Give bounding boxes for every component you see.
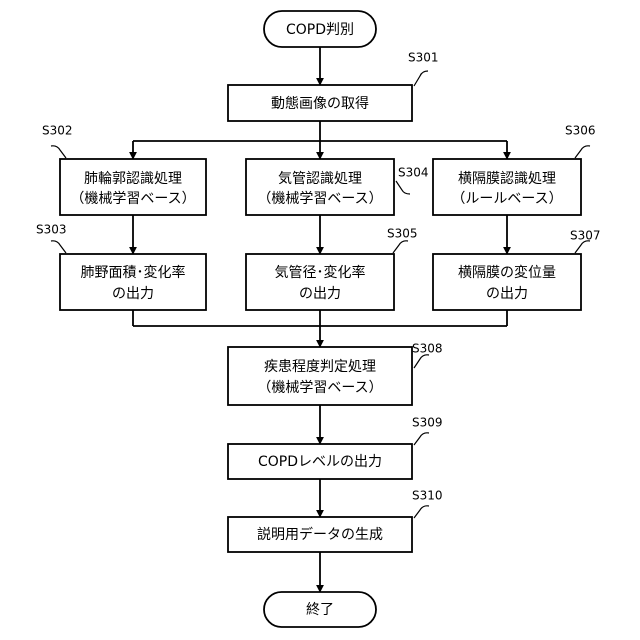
node-diaphragm-recog-line2: （ルールベース）	[451, 191, 562, 207]
step-label-s309: S309	[412, 416, 443, 430]
node-copd-level-label: COPDレベルの出力	[258, 454, 382, 470]
step-leader-s303	[51, 241, 66, 253]
step-leader-s307	[575, 241, 590, 253]
step-leader-s308	[414, 355, 429, 368]
step-label-s310: S310	[412, 489, 443, 503]
node-lung-output-line2: の出力	[112, 286, 154, 302]
node-start: COPD判別	[264, 11, 376, 47]
step-leader-s304	[396, 181, 410, 194]
node-severity: 疾患程度判定処理 （機械学習ベース） S308	[228, 342, 443, 406]
step-label-s306: S306	[565, 124, 596, 138]
node-end: 終了	[264, 592, 376, 627]
step-label-s302: S302	[42, 124, 73, 138]
step-label-s305: S305	[387, 227, 418, 241]
step-label-s303: S303	[36, 223, 67, 237]
step-leader-s306	[575, 146, 590, 158]
node-trachea-output-line1: 気管径･変化率	[275, 264, 366, 281]
step-label-s304: S304	[398, 166, 429, 180]
node-trachea-recog: 気管認識処理 （機械学習ベース） S304	[246, 159, 429, 215]
node-copd-level: COPDレベルの出力 S309	[228, 416, 443, 480]
step-label-s308: S308	[412, 342, 443, 356]
node-trachea-output-line2: の出力	[299, 286, 341, 302]
node-diaphragm-output: 横隔膜の変位量 の出力 S307	[433, 229, 601, 311]
node-severity-line1: 疾患程度判定処理	[264, 359, 376, 375]
step-label-s301: S301	[408, 51, 439, 65]
node-lung-recog: 肺輪郭認識処理 （機械学習ベース） S302	[42, 124, 206, 216]
step-leader-s309	[414, 433, 429, 445]
node-end-label: 終了	[306, 602, 334, 618]
node-diaphragm-recog: 横隔膜認識処理 （ルールベース） S306	[433, 124, 596, 216]
node-diaphragm-recog-line1: 横隔膜認識処理	[458, 171, 556, 187]
node-lung-output-line1: 肺野面積･変化率	[81, 264, 186, 281]
step-leader-s302	[51, 146, 66, 158]
node-diaphragm-output-line1: 横隔膜の変位量	[458, 264, 556, 281]
step-leader-s301	[414, 71, 428, 86]
node-explanation-label: 説明用データの生成	[257, 526, 383, 543]
node-acquire-label: 動態画像の取得	[271, 95, 369, 112]
node-acquire: 動態画像の取得 S301	[228, 51, 439, 122]
node-trachea-recog-line1: 気管認識処理	[278, 171, 362, 187]
node-trachea-output: 気管径･変化率 の出力 S305	[246, 227, 418, 311]
step-leader-s310	[414, 506, 429, 518]
node-trachea-recog-line2: （機械学習ベース）	[257, 191, 382, 207]
step-label-s307: S307	[570, 229, 601, 243]
node-diaphragm-output-line2: の出力	[486, 286, 528, 302]
step-leader-s305	[393, 241, 408, 253]
edges	[133, 47, 507, 592]
node-start-label: COPD判別	[286, 22, 354, 38]
node-lung-recog-line2: （機械学習ベース）	[70, 191, 195, 207]
node-lung-output: 肺野面積･変化率 の出力 S303	[36, 223, 206, 311]
node-explanation: 説明用データの生成 S310	[228, 489, 443, 553]
node-lung-recog-line1: 肺輪郭認識処理	[84, 170, 182, 187]
node-severity-line2: （機械学習ベース）	[257, 380, 382, 396]
